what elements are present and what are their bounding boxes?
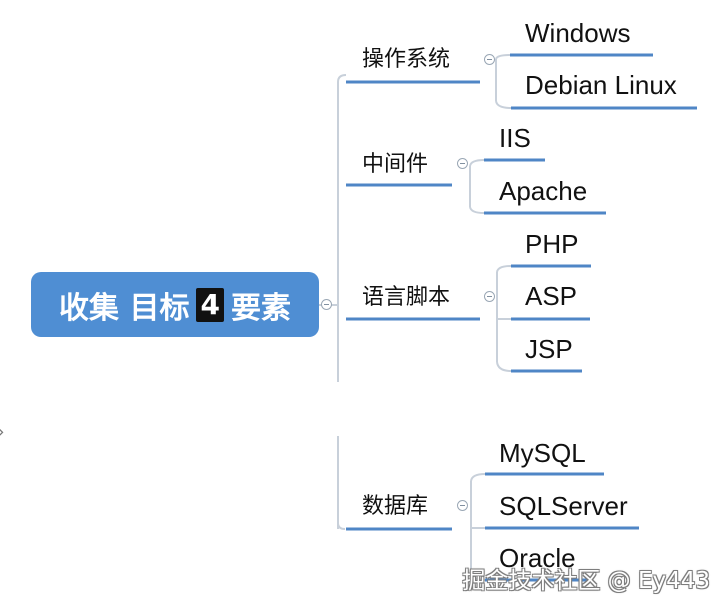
leaf-label-iis[interactable]: IIS — [499, 123, 531, 153]
database-branch-curve-bottom — [470, 572, 486, 581]
language-branch-curve-bottom — [496, 361, 512, 372]
os-branch-curve-bottom — [495, 100, 512, 109]
trunk-curve-bottom — [337, 522, 346, 530]
leaf-label-oracle[interactable]: Oracle — [499, 543, 576, 573]
os-collapse-toggle-icon[interactable] — [484, 54, 495, 65]
database-branch-curve-top — [470, 473, 486, 482]
database-collapse-toggle-icon[interactable] — [457, 500, 468, 511]
branch-label-database[interactable]: 数据库 — [362, 494, 429, 519]
leaf-label-jsp[interactable]: JSP — [525, 334, 573, 364]
leaf-label-apache[interactable]: Apache — [499, 176, 588, 206]
leaf-label-windows[interactable]: Windows — [525, 18, 631, 48]
os-branch-curve-top — [495, 54, 511, 60]
leaf-label-php[interactable]: PHP — [525, 229, 579, 259]
middleware-branch-curve-top — [469, 159, 485, 167]
language-collapse-toggle-icon[interactable] — [484, 291, 495, 302]
root-node-count: 4 — [196, 287, 224, 322]
branch-label-os[interactable]: 操作系统 — [362, 47, 451, 72]
watermark-text: 掘金技术社区 @ Ey443 — [462, 568, 710, 594]
leaf-label-mysql[interactable]: MySQL — [499, 438, 586, 468]
partial-edge-glyph-icon: ⋄ — [0, 424, 4, 440]
trunk-curve-top — [337, 74, 347, 83]
root-node-text: 收集 目标 — [59, 290, 190, 326]
root-collapse-toggle-icon[interactable] — [321, 299, 332, 310]
leaf-label-sqlserver[interactable]: SQLServer — [499, 491, 628, 521]
root-node-suffix: 要素 — [230, 290, 291, 326]
root-node[interactable]: 收集 目标 4 要素 — [31, 272, 319, 337]
language-branch-curve-top — [496, 265, 512, 273]
middleware-collapse-toggle-icon[interactable] — [457, 158, 468, 169]
middleware-branch-curve-bottom — [469, 206, 485, 214]
branch-label-language[interactable]: 语言脚本 — [362, 285, 451, 310]
branch-label-middleware[interactable]: 中间件 — [362, 152, 429, 177]
leaf-label-debian-linux[interactable]: Debian Linux — [525, 70, 677, 100]
leaf-label-asp[interactable]: ASP — [525, 281, 578, 311]
